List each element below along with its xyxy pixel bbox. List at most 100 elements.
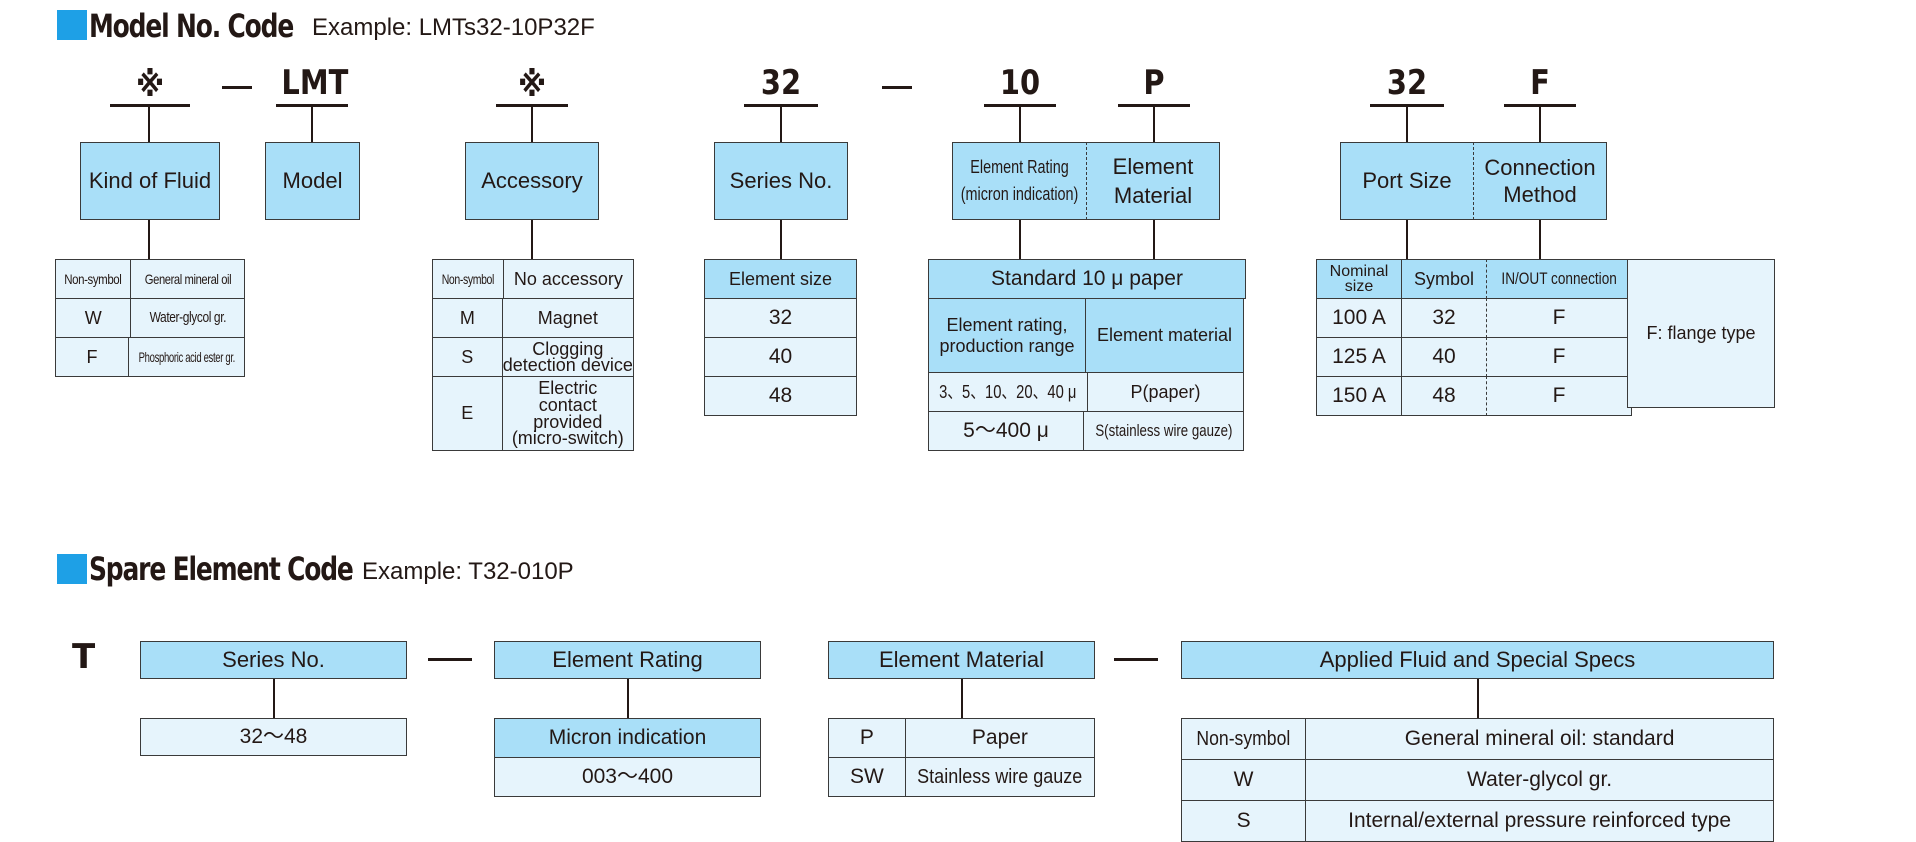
- symbol-connection: F: [1530, 63, 1550, 103]
- spare-fluid-code: W: [1181, 759, 1307, 801]
- table-row: W Water-glycol gr.: [55, 298, 245, 338]
- accessory-code: S: [432, 337, 503, 377]
- micron-indication-header: Micron indication: [494, 718, 761, 758]
- accessory-code: Non-symbol: [432, 259, 504, 299]
- fluid-desc-text: General mineral oil: [144, 270, 232, 287]
- section-marker-model-code: [57, 10, 87, 40]
- symbol-model: LMT: [281, 63, 349, 103]
- connector: [1019, 106, 1021, 142]
- underline-rating: [984, 104, 1056, 107]
- model-code-example: Example: LMTs32-10P32F: [312, 14, 595, 41]
- accessory-code: E: [432, 376, 503, 451]
- element-size-value: 48: [704, 376, 857, 416]
- connector: [1153, 220, 1155, 260]
- underline-series: [744, 104, 818, 107]
- element-table-header: Standard 10 μ paper: [928, 259, 1246, 299]
- connector: [148, 220, 150, 260]
- port-header-nominal: Nominal size: [1316, 259, 1402, 299]
- table-row: 5～400 μ S(stainless wire gauze): [928, 411, 1244, 451]
- spare-fluid-desc: Water-glycol gr.: [1305, 759, 1774, 801]
- port-symbol-value: 32: [1401, 298, 1486, 338]
- accessory-code: M: [432, 298, 503, 338]
- connector: [1539, 106, 1541, 142]
- element-rating-value: 3、5、10、20、40 μ: [928, 372, 1088, 412]
- spare-material-box: Element Material: [828, 641, 1095, 679]
- spare-fluid-desc: General mineral oil: standard: [1305, 718, 1774, 760]
- connection-label-2: Method: [1503, 182, 1577, 207]
- element-size-value: 40: [704, 337, 857, 377]
- element-rating-sublabel: (micron indication): [960, 184, 1079, 204]
- spare-fluid-desc: Internal/external pressure reinforced ty…: [1305, 800, 1774, 842]
- symbol-fluid: ※: [135, 65, 165, 105]
- accessory-desc: No accessory: [502, 259, 634, 299]
- connector: [148, 106, 150, 142]
- accessory-desc: Clogging detection device: [501, 337, 634, 377]
- table-row: M Magnet: [432, 298, 634, 338]
- fluid-code: Non-symbol: [55, 259, 132, 299]
- element-material-value: S(stainless wire gauze): [1083, 411, 1244, 451]
- underline-fluid: [110, 104, 190, 107]
- accessory-desc: Electric contact provided (micro-switch): [501, 376, 634, 451]
- accessory-desc-line: detection device: [502, 355, 633, 375]
- spare-fluid-code: S: [1181, 800, 1307, 842]
- model-code-title: Model No. Code: [89, 7, 294, 45]
- spare-fluid-code-text: Non-symbol: [1196, 727, 1291, 750]
- element-rating-col-header-line: production range: [939, 335, 1075, 356]
- element-rating-col-header: Element rating, production range: [928, 298, 1086, 373]
- table-row: 125 A 40 F: [1316, 337, 1775, 377]
- element-material-col-header: Element material: [1085, 298, 1244, 373]
- underline-material: [1118, 104, 1190, 107]
- element-rating-table: Standard 10 μ paper Element rating, prod…: [928, 259, 1246, 451]
- table-row: SW Stainless wire gauze: [828, 757, 1095, 797]
- accessory-code-text: Non-symbol: [441, 270, 495, 287]
- connector: [311, 106, 313, 142]
- material-code: P: [828, 718, 906, 758]
- table-row: S Internal/external pressure reinforced …: [1181, 800, 1774, 842]
- material-code: SW: [828, 757, 906, 797]
- accessory-desc: Magnet: [501, 298, 634, 338]
- connection-method-box: Connection Method: [1473, 142, 1607, 220]
- dash-1: [222, 86, 252, 89]
- element-material-value: P(paper): [1087, 372, 1244, 412]
- connector: [1477, 679, 1479, 719]
- table-row: Non-symbol No accessory: [432, 259, 634, 299]
- element-material-label-2: Material: [1113, 183, 1193, 208]
- element-size-table: Element size 32 40 48: [704, 259, 857, 416]
- fluid-desc-text: Water-glycol gr.: [149, 309, 226, 327]
- material-desc: Stainless wire gauze: [904, 757, 1095, 797]
- spare-series-box: Series No.: [140, 641, 407, 679]
- symbol-series: 32: [760, 63, 802, 103]
- element-material-box: Element Material: [1086, 142, 1220, 220]
- element-rating-col-header-line: Element rating,: [946, 314, 1068, 335]
- element-material-label-1: Element: [1112, 153, 1194, 179]
- kind-of-fluid-box: Kind of Fluid: [80, 142, 220, 220]
- port-symbol-value: 48: [1401, 376, 1486, 416]
- spare-fluid-code: Non-symbol: [1181, 718, 1307, 760]
- spare-code-example: Example: T32-010P: [362, 558, 574, 585]
- spare-dash-2: [1114, 658, 1158, 661]
- spare-code-title: Spare Element Code: [89, 550, 354, 588]
- port-header-line: Nominal: [1329, 262, 1389, 280]
- table-row: Nominal size Symbol IN/OUT connection: [1316, 259, 1775, 299]
- spare-dash-1: [428, 658, 472, 661]
- spare-rating-box: Element Rating: [494, 641, 761, 679]
- underline-connection: [1504, 104, 1576, 107]
- spare-series-value: 32～48: [140, 718, 407, 756]
- accessory-desc-line: Electric: [538, 378, 598, 399]
- port-connection-value: F: [1486, 298, 1632, 338]
- port-symbol-value: 40: [1401, 337, 1486, 377]
- port-header-line: size: [1344, 278, 1374, 295]
- port-size-table: Nominal size Symbol IN/OUT connection 10…: [1316, 259, 1775, 416]
- accessory-box: Accessory: [465, 142, 599, 220]
- table-row: E Electric contact provided (micro-switc…: [432, 376, 634, 451]
- port-size-box: Port Size: [1340, 142, 1473, 220]
- fluid-code: W: [55, 298, 132, 338]
- flange-type-note: F: flange type: [1627, 259, 1775, 408]
- connector: [627, 679, 629, 719]
- connector: [1153, 106, 1155, 142]
- element-size-value: 32: [704, 298, 857, 338]
- port-header-connection-text: IN/OUT connection: [1501, 269, 1617, 289]
- table-row: F Phosphoric acid ester gr.: [55, 337, 245, 377]
- port-size-value: 150 A: [1316, 376, 1402, 416]
- accessory-desc-line: provided: [533, 411, 603, 432]
